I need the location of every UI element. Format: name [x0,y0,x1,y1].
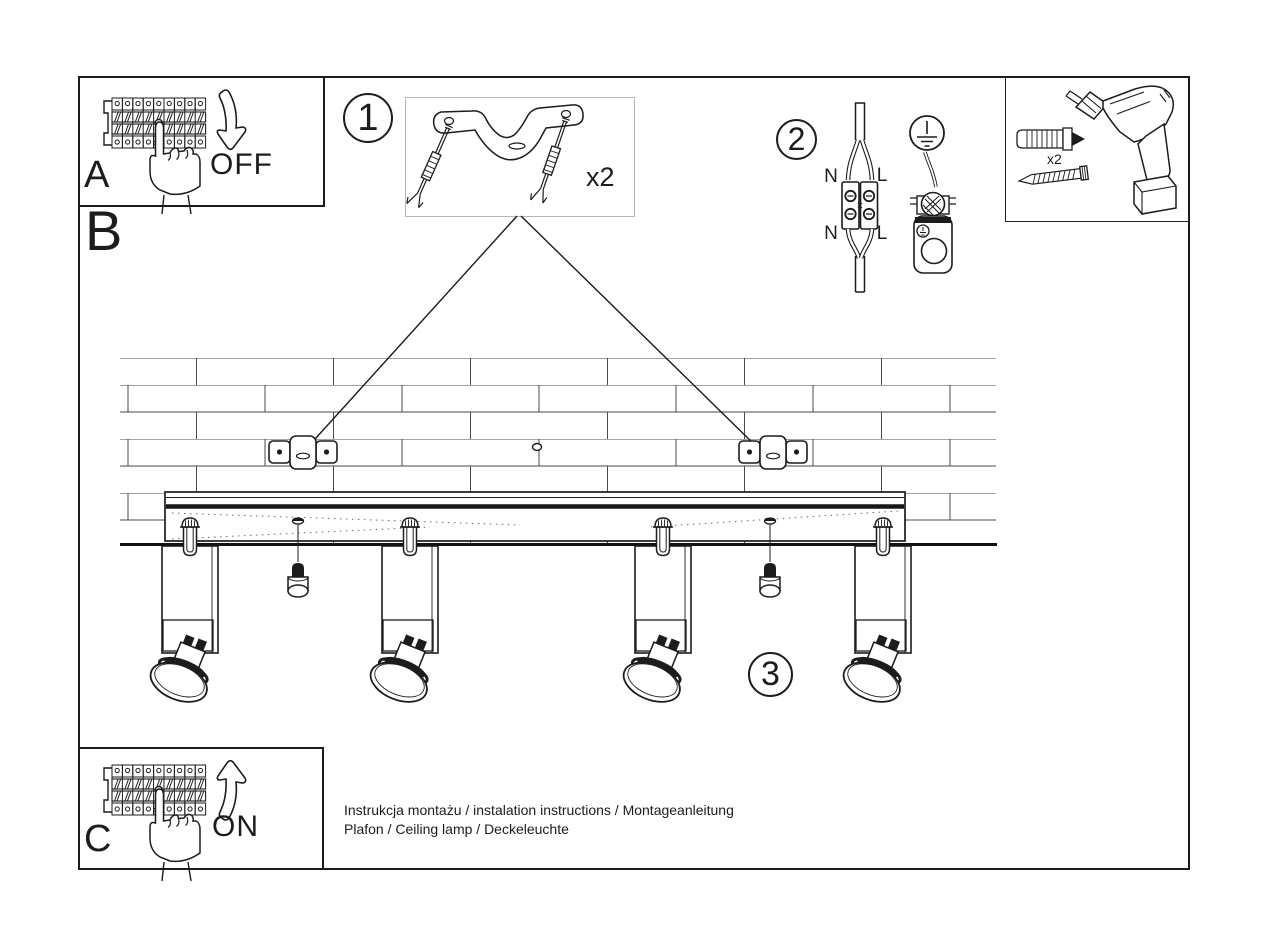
panel-c-label: C [84,818,112,860]
footer-line2: Plafon / Ceiling lamp / Deckeleuchte [344,821,569,837]
spotlight-3 [616,516,699,712]
step1-parts-box [405,97,635,217]
main-frame [78,76,1190,870]
step1-quantity: x2 [586,162,615,192]
earth-symbol-icon [909,115,945,151]
mounting-bracket-parts [404,104,584,211]
terminal-label-l-top: L [876,165,888,186]
screw-icon [1017,165,1090,185]
step3-number-badge: 3 [748,652,793,697]
step2-number-badge: 2 [776,119,817,160]
terminal-label-n-top: N [824,166,838,187]
spotlight-1 [143,516,226,712]
arrow-down-icon [216,89,247,151]
terminal-label-l-bottom: L [876,223,888,244]
spotlight-4 [836,516,919,712]
step1-number: 1 [357,96,379,139]
step1-number-badge: 1 [343,93,393,143]
panel-a-box [78,76,325,207]
step2-number: 2 [787,121,806,157]
toolbox-box [1005,76,1189,222]
terminal-label-n-bottom: N [824,223,838,244]
bracket-alignment-lines [305,215,760,450]
toolbox-quantity: x2 [1047,151,1062,167]
wiring-diagram [841,102,879,293]
panel-b-label: B [85,199,123,262]
step3-number: 3 [761,655,780,693]
lamp-rail [164,491,906,542]
earth-clamp [910,151,956,274]
wall-plug-icon [1016,127,1085,151]
panel-a-label: A [84,154,110,196]
drill-icon [1065,85,1177,215]
panel-c-action: ON [212,810,259,843]
panel-a-action: OFF [210,148,273,181]
panel-c-box [78,747,324,870]
footer-line1: Instrukcja montażu / instalation instruc… [344,802,734,818]
spotlight-2 [363,516,446,712]
